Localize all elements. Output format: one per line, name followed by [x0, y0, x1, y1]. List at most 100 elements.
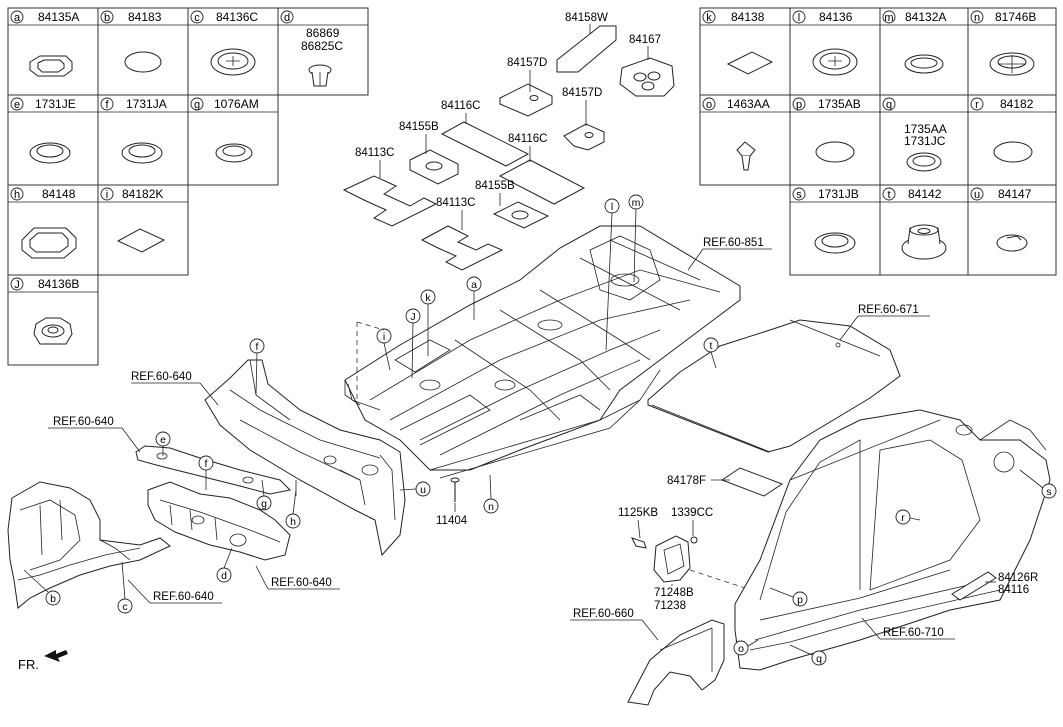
cell-code: 1731JB: [818, 187, 859, 201]
cell-e: e 1731JE: [10, 97, 76, 164]
pad-84167: [619, 57, 675, 97]
callout-t: t: [710, 340, 713, 352]
cell-code: 84138: [731, 10, 765, 24]
cell-letter: s: [796, 189, 802, 201]
dash-panel: [204, 359, 406, 557]
callout-o: o: [738, 643, 744, 655]
cell-u: u 84147: [970, 187, 1032, 252]
cell-g: g 1076AM: [190, 97, 259, 163]
front-arrow: FR.: [18, 650, 68, 672]
front-fender: [627, 619, 725, 706]
callout-J: J: [410, 311, 415, 323]
cell-letter: q: [886, 99, 892, 111]
parts-table-left: a 84135A b 84183 c 84136C d 86869 86825C: [7, 7, 369, 366]
ref-60-660: REF.60-660: [573, 608, 634, 620]
callout-i: i: [383, 331, 385, 343]
cell-d: d 86869 86825C: [280, 10, 343, 87]
cell-c: c 84136C: [190, 10, 258, 76]
bolt-11404: [450, 477, 460, 502]
callout-d: d: [221, 570, 227, 582]
cell-s: s 1731JB: [792, 187, 859, 254]
ref-60-671: REF.60-671: [858, 304, 919, 316]
pad-84113C-1: [342, 175, 438, 227]
pad-84157D-2: [563, 123, 605, 151]
callouts: a b c d e f f g h i J k l m n o p q: [23, 194, 1057, 666]
ref-60-640-c: REF.60-640: [153, 591, 214, 603]
cell-code: 81746B: [995, 10, 1036, 24]
cell-letter: g: [194, 99, 200, 111]
pad-84158W: [556, 25, 617, 73]
label-84167: 84167: [629, 34, 661, 46]
callout-g: g: [261, 498, 267, 510]
cell-code: 1731JA: [126, 97, 167, 111]
label-11404: 11404: [436, 515, 468, 527]
callout-e: e: [160, 434, 166, 446]
pad-84126R: [951, 571, 997, 601]
cell-code: 84182K: [122, 187, 163, 201]
front-side-member: [7, 481, 171, 609]
cell-letter: n: [974, 12, 980, 24]
cell-code-2: 86825C: [301, 39, 343, 53]
cell-letter: m: [884, 12, 893, 24]
cell-k: k 84138: [702, 10, 774, 75]
cell-code: 84132A: [905, 10, 946, 24]
cell-l: l 84136: [792, 10, 858, 76]
cell-code: 84136: [819, 10, 853, 24]
label-84157D-2: 84157D: [562, 87, 602, 99]
pad-84178F: [720, 467, 784, 497]
cell-m: m 84132A: [882, 10, 946, 74]
pad-84157D-1: [499, 83, 553, 117]
callout-m: m: [632, 197, 641, 209]
cell-code-1: 1735AA: [904, 122, 947, 136]
cell-b: b 84183: [100, 10, 162, 73]
label-71238: 71238: [654, 600, 686, 612]
cell-i: i 84182K: [100, 187, 166, 253]
ref-60-640-a: REF.60-640: [131, 371, 192, 383]
label-84116C-1: 84116C: [441, 100, 480, 112]
callout-a: a: [471, 279, 477, 291]
cell-r: r 84182: [970, 97, 1034, 163]
cell-q: q 1735AA 1731JC: [882, 97, 947, 172]
callout-b: b: [50, 593, 56, 605]
cell-letter: o: [706, 99, 712, 111]
cell-letter: k: [706, 12, 712, 24]
cell-code: 1463AA: [727, 97, 770, 111]
cell-code: 84135A: [38, 10, 79, 24]
cell-letter: c: [194, 12, 200, 24]
bracket-71248B: [631, 535, 746, 589]
callout-c: c: [122, 601, 127, 613]
cell-code: 84183: [128, 10, 162, 24]
pads-group: 84158W 84167 84157D 84157D 84116C 84116C…: [342, 12, 675, 271]
label-84178F: 84178F: [667, 475, 706, 487]
cell-a: a 84135A: [10, 10, 79, 77]
label-84155B-2: 84155B: [475, 180, 515, 192]
cowl-panel: [135, 445, 292, 495]
cell-code: 84136B: [38, 277, 79, 291]
callout-r: r: [901, 512, 905, 524]
label-84157D-1: 84157D: [507, 57, 547, 69]
cell-code: 84148: [42, 187, 76, 201]
callout-h: h: [290, 516, 296, 528]
callout-u: u: [420, 484, 426, 496]
cell-code: 84136C: [216, 10, 258, 24]
cell-p: p 1735AB: [792, 97, 861, 163]
label-84116C-2: 84116C: [508, 133, 547, 145]
label-71248B: 71248B: [654, 587, 694, 599]
label-84155B-1: 84155B: [399, 121, 439, 133]
cell-n: n 81746B: [970, 10, 1036, 76]
cell-letter: J: [14, 279, 20, 291]
cell-J: J 84136B: [10, 277, 79, 345]
floor-pan: [344, 225, 741, 479]
ref-60-640-b: REF.60-640: [53, 416, 114, 428]
cell-code: 1735AB: [818, 97, 861, 111]
cell-letter: a: [14, 12, 21, 24]
cell-letter: u: [974, 189, 980, 201]
label-84158W: 84158W: [565, 12, 608, 24]
label-84113C-1: 84113C: [355, 147, 394, 159]
cell-code: 1076AM: [214, 97, 259, 111]
label-84116: 84116: [998, 584, 1029, 596]
label-84126R: 84126R: [998, 572, 1038, 584]
ref-labels: REF.60-851 REF.60-671 REF.60-640 REF.60-…: [48, 237, 955, 641]
front-label: FR.: [18, 657, 39, 672]
